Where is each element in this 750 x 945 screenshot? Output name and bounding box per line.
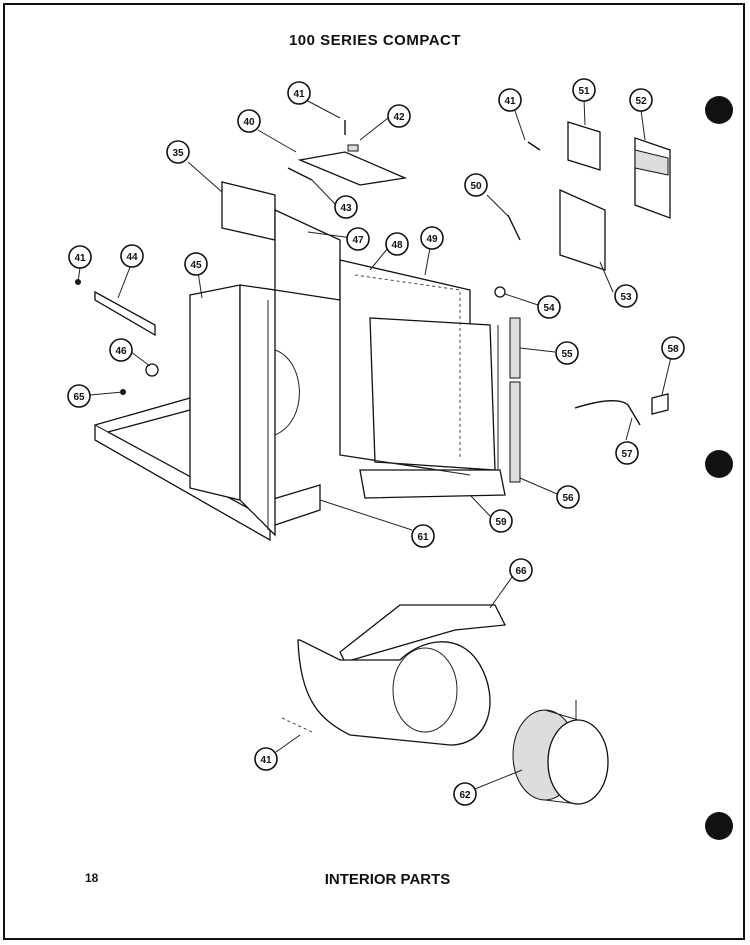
svg-text:57: 57 [621, 449, 633, 460]
svg-text:48: 48 [391, 240, 403, 251]
callout-42: 42 [387, 104, 411, 128]
svg-text:46: 46 [115, 346, 127, 357]
side-strips-part [497, 317, 521, 483]
page-title: 100 SERIES COMPACT [288, 32, 462, 49]
left-small-parts [75, 279, 159, 395]
svg-text:54: 54 [543, 303, 555, 314]
blower-housing-part [281, 604, 507, 746]
callout-51: 51 [572, 78, 596, 102]
callout-48: 48 [385, 232, 409, 256]
callout-52: 52 [629, 88, 653, 112]
callout-44: 44 [120, 244, 144, 268]
top-bracket-parts [287, 120, 408, 186]
page-number: 18 [85, 871, 99, 885]
svg-text:59: 59 [495, 517, 507, 528]
callout-59: 59 [489, 509, 513, 533]
callout-40-top: 40 [237, 109, 261, 133]
svg-text:42: 42 [393, 112, 405, 123]
callout-41-bottom: 41 [254, 747, 278, 771]
callout-43: 43 [334, 195, 358, 219]
binder-hole-bottom [705, 812, 733, 840]
cover-plate-part [634, 137, 671, 219]
svg-text:47: 47 [352, 235, 364, 246]
svg-text:45: 45 [190, 260, 202, 271]
svg-text:49: 49 [426, 234, 438, 245]
leader-lines [77, 98, 672, 790]
svg-text:55: 55 [561, 349, 573, 360]
callout-41-top: 41 [287, 81, 311, 105]
callout-41-right: 41 [498, 88, 522, 112]
callout-47: 47 [346, 227, 370, 251]
callout-54: 54 [537, 295, 561, 319]
svg-text:51: 51 [578, 86, 590, 97]
svg-text:43: 43 [340, 203, 352, 214]
callout-50: 50 [464, 173, 488, 197]
svg-text:41: 41 [74, 253, 86, 264]
svg-text:40: 40 [243, 117, 255, 128]
callout-65: 65 [67, 384, 91, 408]
callout-58: 58 [661, 336, 685, 360]
control-bracket-parts [494, 121, 606, 298]
callout-66: 66 [509, 558, 533, 582]
binder-hole-top [705, 96, 733, 124]
callout-62: 62 [453, 782, 477, 806]
svg-text:41: 41 [260, 755, 272, 766]
blower-wheel-part [512, 700, 609, 805]
svg-text:58: 58 [667, 344, 679, 355]
callout-57: 57 [615, 441, 639, 465]
svg-text:50: 50 [470, 181, 482, 192]
binder-hole-middle [705, 450, 733, 478]
rod-and-clip-parts [574, 393, 669, 426]
svg-text:41: 41 [293, 89, 305, 100]
left-panel-part [189, 181, 300, 537]
callout-41-left: 41 [68, 245, 92, 269]
callout-35: 35 [166, 140, 190, 164]
center-cabinet-part [274, 208, 506, 499]
svg-text:61: 61 [417, 532, 429, 543]
svg-text:56: 56 [562, 493, 574, 504]
svg-text:53: 53 [620, 292, 632, 303]
callout-61: 61 [411, 524, 435, 548]
svg-text:41: 41 [504, 96, 516, 107]
callout-56: 56 [556, 485, 580, 509]
svg-text:66: 66 [515, 566, 527, 577]
page-frame [3, 3, 745, 940]
svg-text:52: 52 [635, 96, 647, 107]
section-title: INTERIOR PARTS [324, 871, 451, 888]
svg-text:35: 35 [172, 148, 184, 159]
callout-53: 53 [614, 284, 638, 308]
svg-text:65: 65 [73, 392, 85, 403]
svg-text:44: 44 [126, 252, 138, 263]
callout-49: 49 [420, 226, 444, 250]
callout-45: 45 [184, 252, 208, 276]
svg-text:62: 62 [459, 790, 471, 801]
callout-55: 55 [555, 341, 579, 365]
callout-46: 46 [109, 338, 133, 362]
